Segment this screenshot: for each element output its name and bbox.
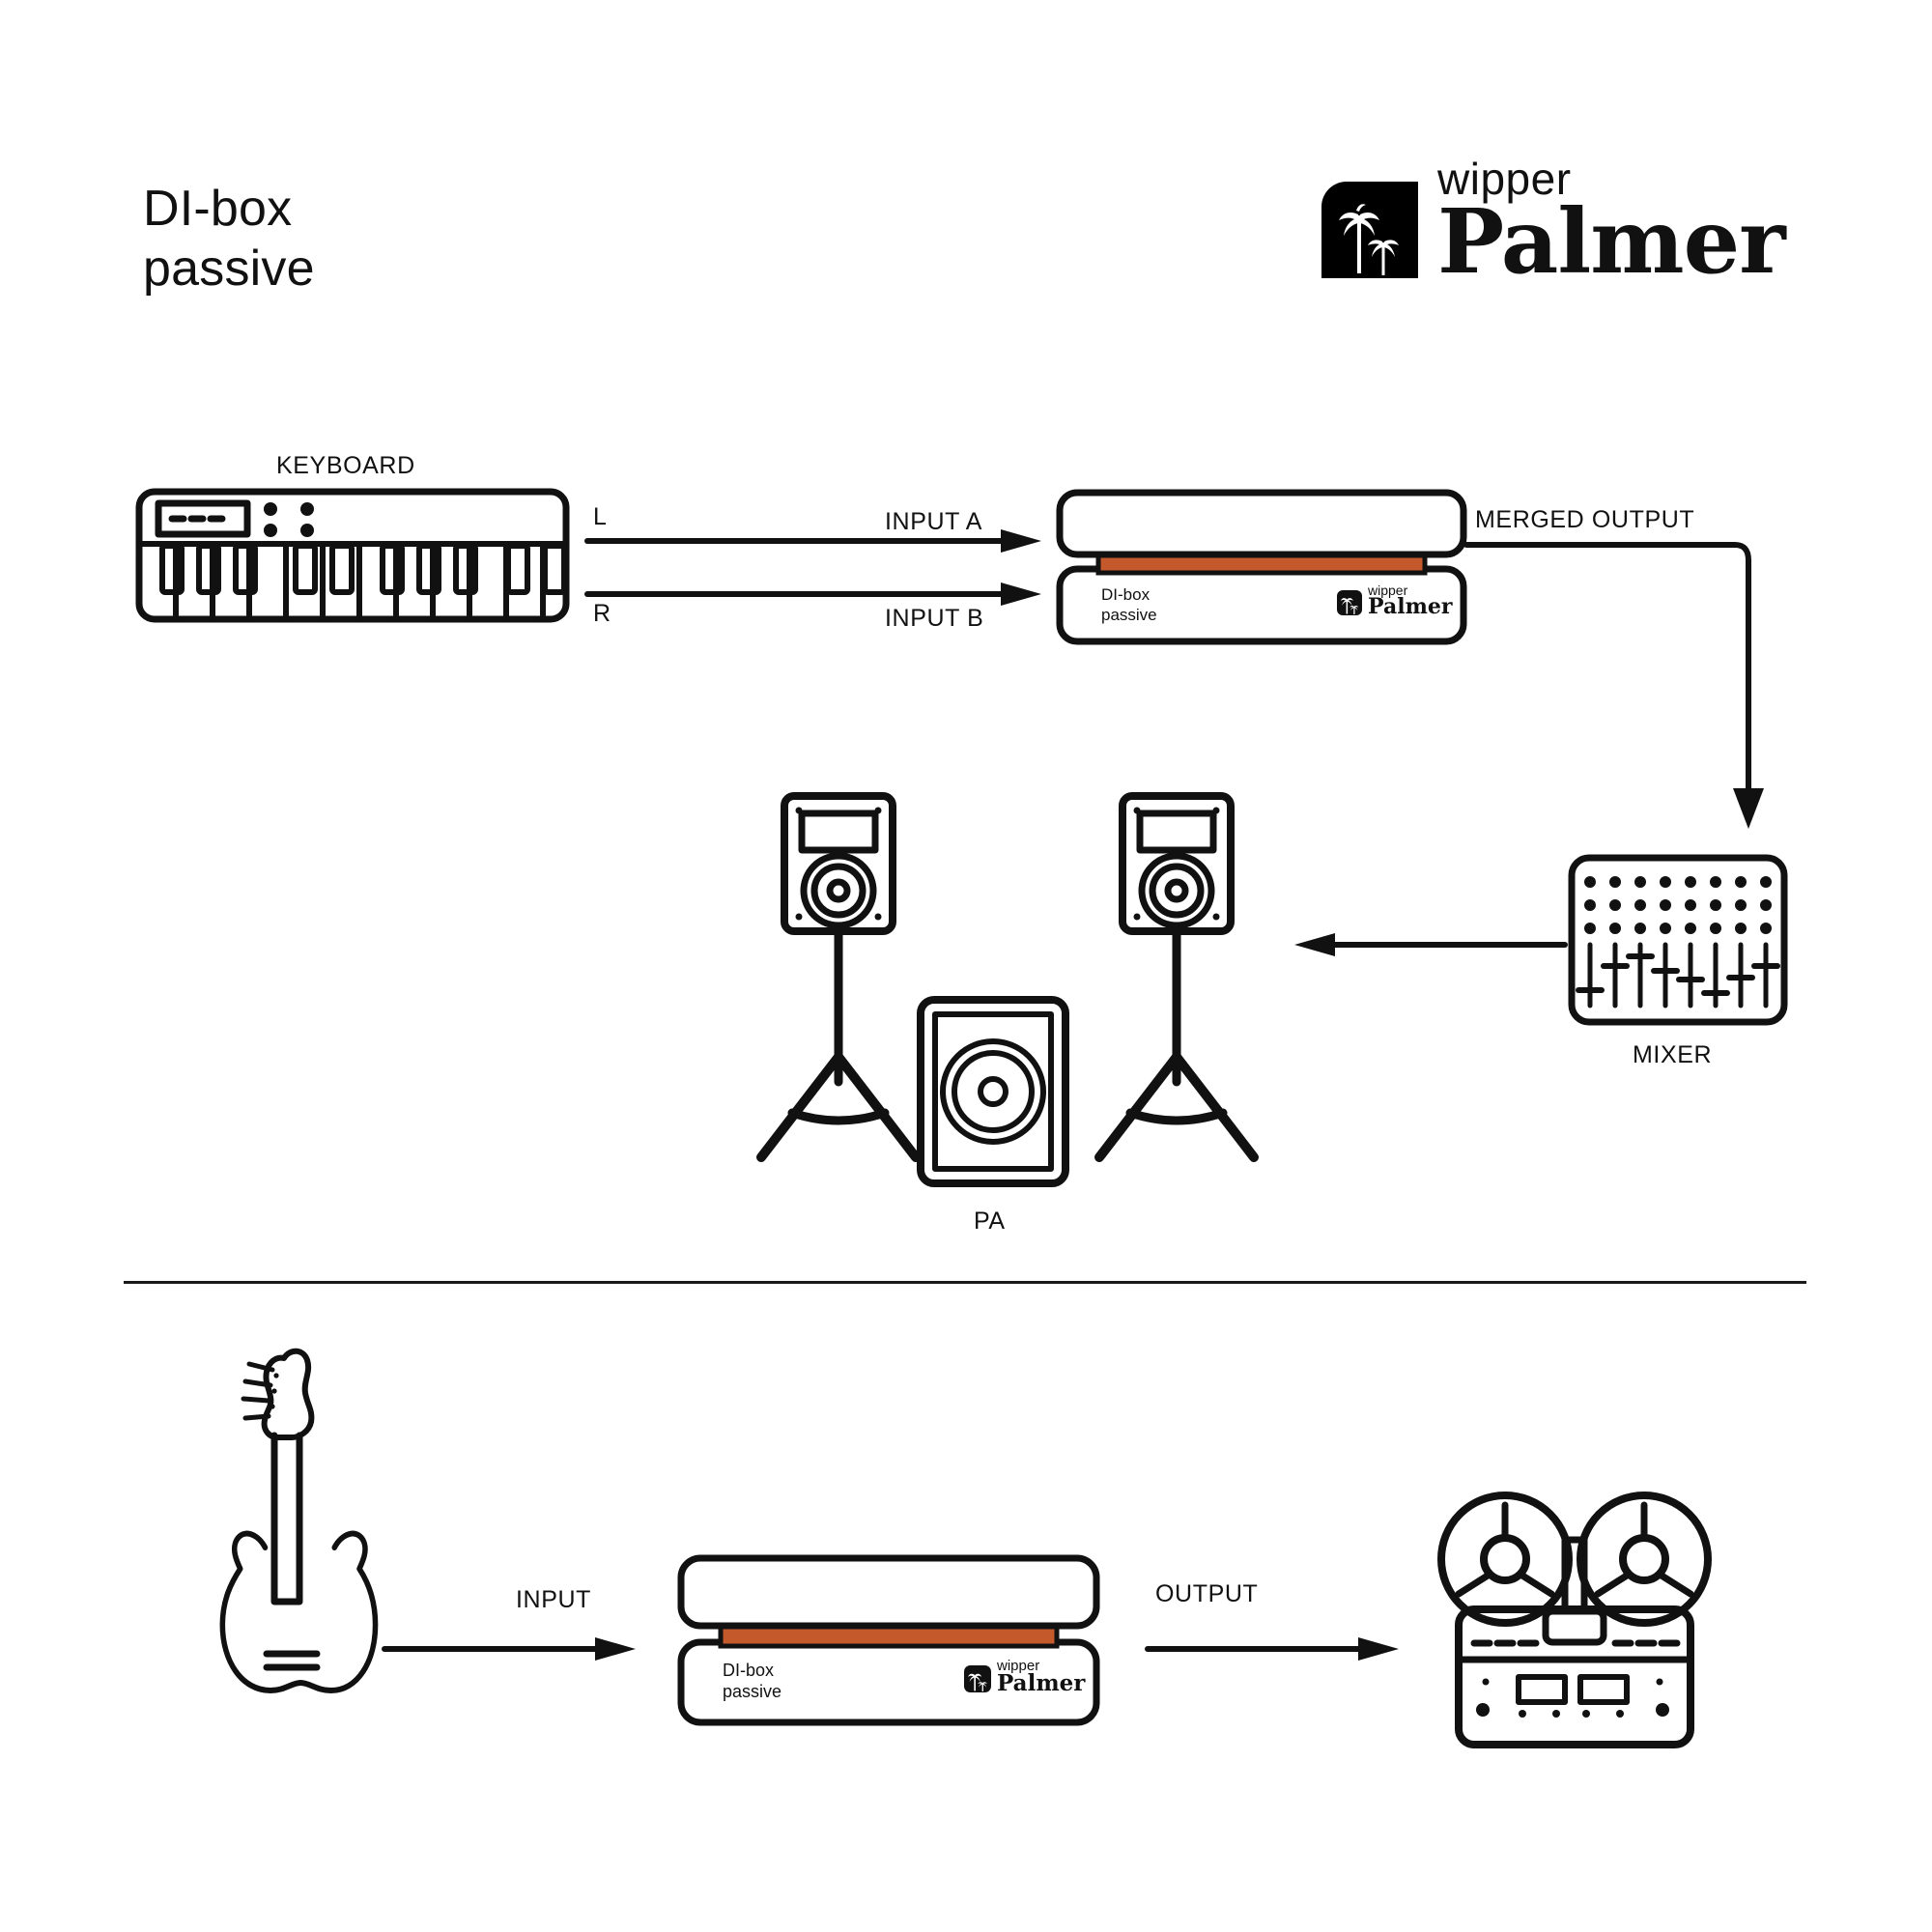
mixer-to-speakers-arrow (1289, 930, 1568, 959)
dibox-bottom-brand-palmer: Palmer (997, 1670, 1086, 1696)
dibox-top-name-line2: passive (1101, 606, 1157, 624)
brand-wipper-text: wipper (1437, 154, 1572, 204)
mixer-label: MIXER (1633, 1041, 1713, 1068)
merged-output-arrow (1463, 539, 1785, 829)
mixer-icon (1567, 853, 1789, 1027)
bottom-output-label: OUTPUT (1155, 1580, 1259, 1607)
reel-to-reel-recorder-icon (1430, 1486, 1719, 1756)
dibox-top-brand-palmer: Palmer (1368, 594, 1453, 619)
cable-label-input-a: INPUT A (885, 508, 982, 535)
dibox-top-brand-wipper: wipper (1368, 582, 1408, 598)
guitar-to-dibox-arrow (382, 1634, 636, 1663)
palm-tree-logo-icon (1321, 182, 1418, 278)
dibox-device-top: DI-box passive wipper Palmer (1055, 488, 1468, 646)
bottom-input-label: INPUT (516, 1586, 591, 1613)
dibox-top-name-line1: DI-box (1101, 585, 1151, 604)
dibox-bottom-brand-wipper: wipper (997, 1658, 1040, 1674)
keyboard-label: KEYBOARD (276, 452, 415, 479)
speaker-on-stand-icon (753, 792, 985, 1179)
pa-label: PA (974, 1208, 1006, 1235)
dibox-to-recorder-arrow (1145, 1634, 1399, 1663)
merged-output-label: MERGED OUTPUT (1475, 506, 1695, 533)
palm-tree-logo-icon (1337, 590, 1362, 615)
dibox-top-brand: wipper Palmer (1337, 582, 1463, 621)
cable-label-right-channel: R (593, 600, 611, 627)
keyboard-icon (135, 488, 570, 623)
dibox-device-bottom: DI-box passive wipper Palmer (676, 1553, 1101, 1727)
speaker-on-stand-icon (1092, 792, 1323, 1179)
brand-palmer-text: Palmer (1437, 189, 1786, 294)
electric-guitar-icon (203, 1343, 379, 1748)
page-title: DI-box passive (143, 181, 315, 297)
section-divider (124, 1281, 1806, 1284)
dibox-bottom-name-line2: passive (723, 1682, 782, 1701)
cable-label-left-channel: L (593, 503, 608, 530)
palm-tree-logo-icon (964, 1665, 991, 1692)
subwoofer-icon (916, 995, 1070, 1188)
cable-arrow-input-a (584, 526, 1041, 555)
dibox-top-name: DI-box passive (1101, 584, 1157, 625)
brand-logo: wipper Palmer (1321, 153, 1804, 294)
dibox-bottom-name: DI-box passive (723, 1660, 781, 1702)
cable-arrow-input-b (584, 580, 1041, 609)
dibox-bottom-brand: wipper Palmer (964, 1658, 1099, 1698)
dibox-bottom-name-line1: DI-box (723, 1661, 775, 1680)
cable-label-input-b: INPUT B (885, 605, 984, 632)
